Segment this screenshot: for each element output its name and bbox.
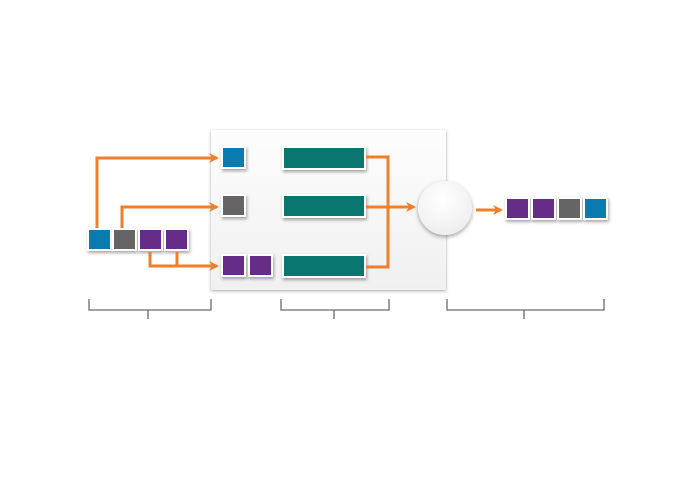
processor-bar-2 bbox=[282, 194, 366, 218]
output-sequence bbox=[505, 197, 609, 221]
route-1-item-blue bbox=[221, 146, 246, 169]
bracket-input bbox=[88, 299, 212, 319]
bracket-processing bbox=[280, 299, 390, 319]
route-3-item-purple bbox=[221, 254, 246, 277]
route-2-item-gray bbox=[221, 194, 246, 217]
arrow-input-to-route-2 bbox=[120, 202, 219, 228]
processor-bar-1 bbox=[282, 146, 366, 170]
bracket-output bbox=[446, 299, 605, 319]
output-item-gray bbox=[557, 197, 582, 220]
output-item-blue bbox=[583, 197, 608, 220]
output-item-purple bbox=[531, 197, 556, 220]
route-3-item-purple bbox=[248, 254, 273, 277]
input-item-gray bbox=[112, 228, 137, 251]
input-item-blue bbox=[87, 228, 112, 251]
input-item-purple bbox=[164, 228, 189, 251]
arrow-input-to-route-3 bbox=[148, 252, 219, 271]
processor-bar-3 bbox=[282, 254, 366, 278]
arrow-processor-1-merge bbox=[366, 155, 390, 269]
input-sequence bbox=[87, 228, 191, 252]
arrow-input-to-route-1 bbox=[95, 153, 219, 228]
merge-node bbox=[418, 181, 472, 235]
output-item-purple bbox=[505, 197, 530, 220]
input-item-purple bbox=[138, 228, 163, 251]
